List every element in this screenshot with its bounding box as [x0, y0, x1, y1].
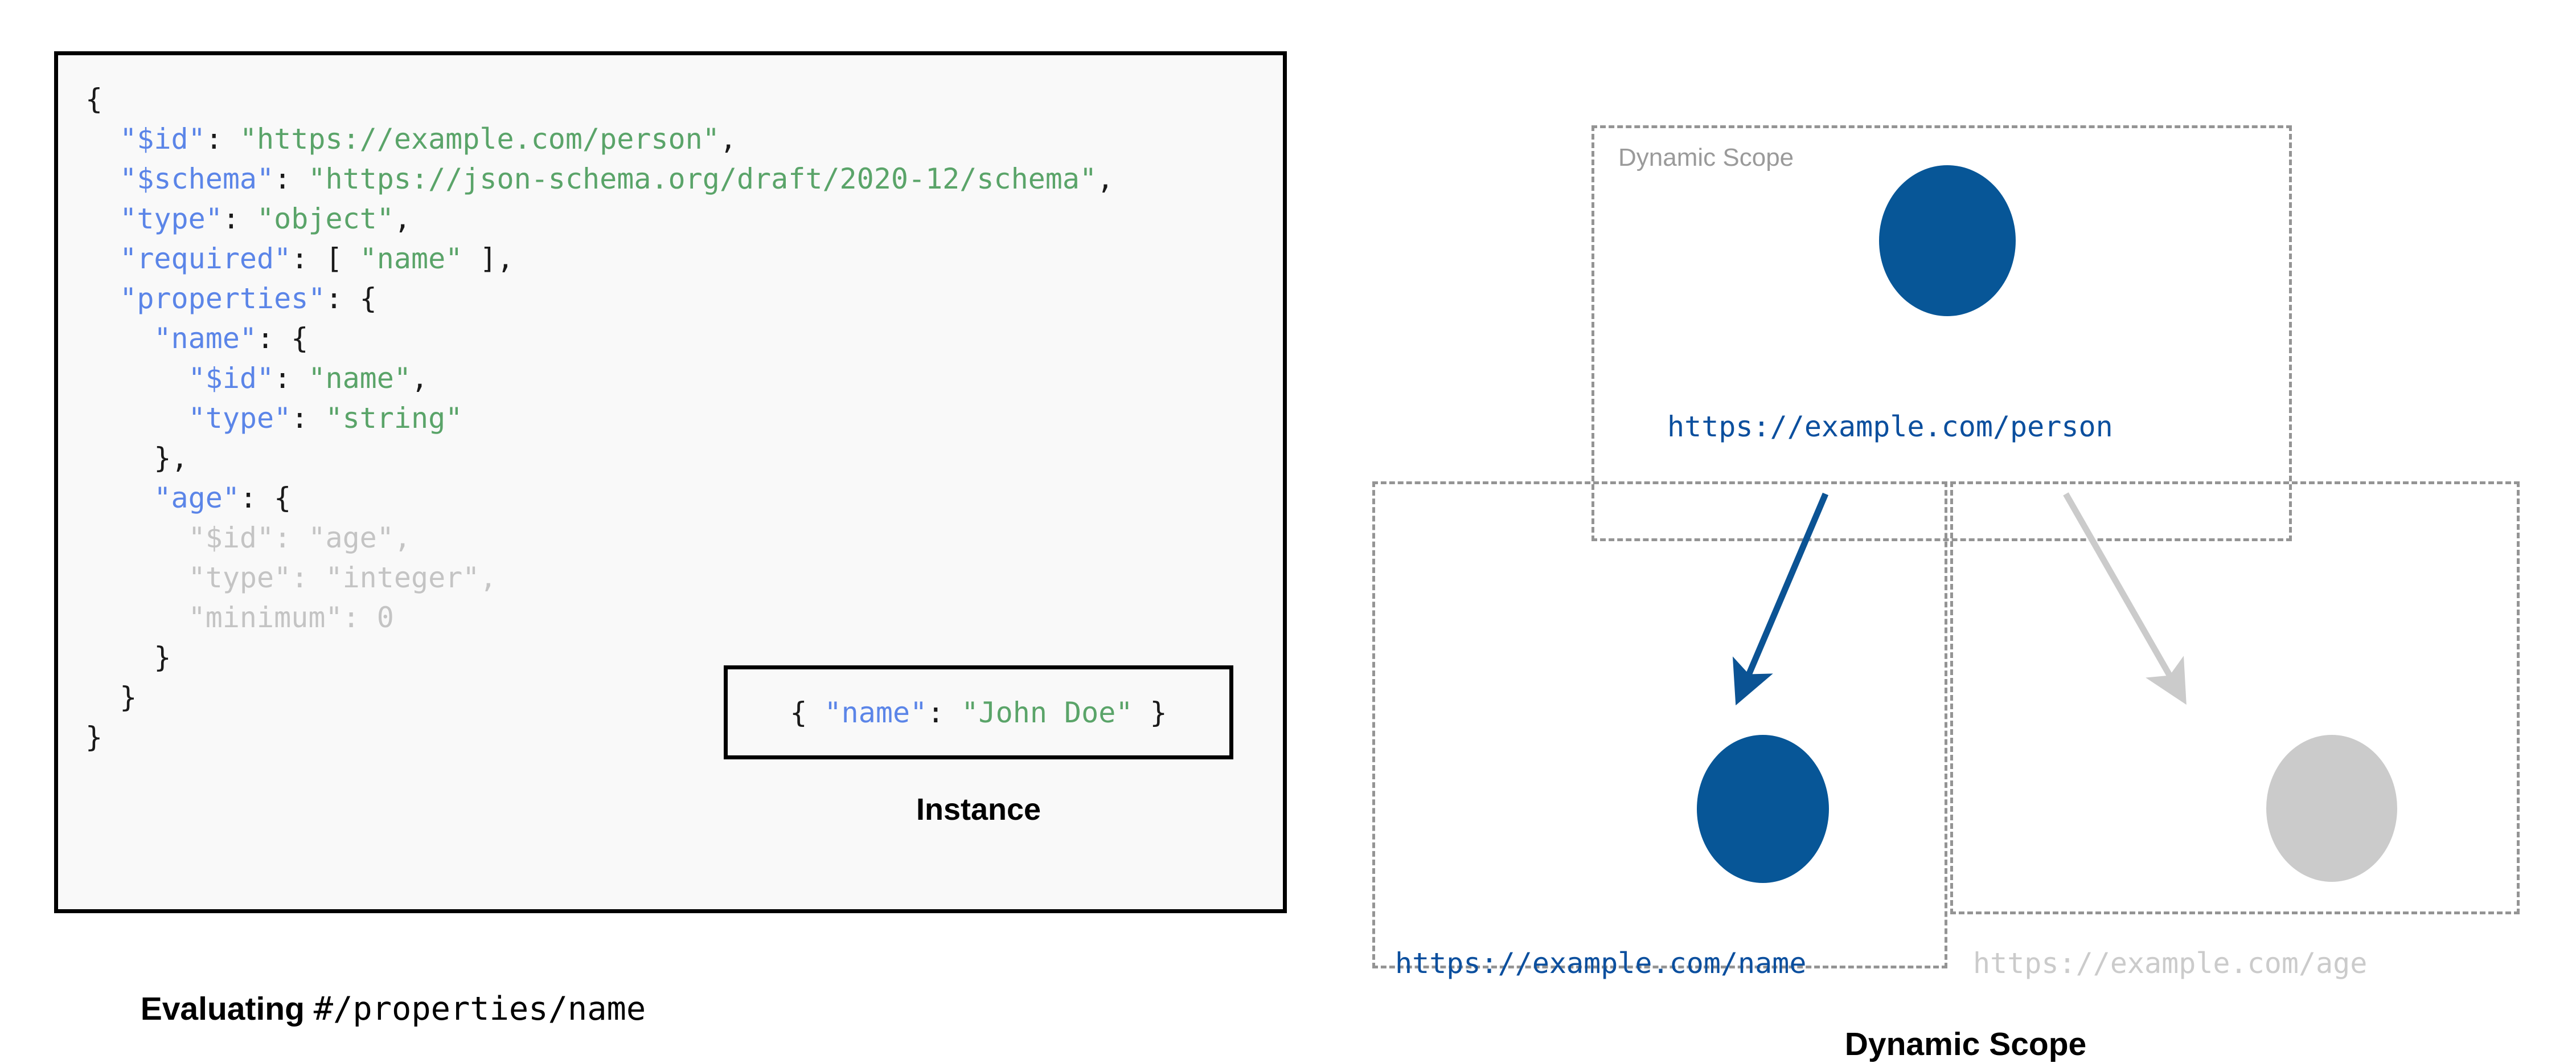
code-line: "minimum": 0 [188, 601, 394, 634]
dynamic-scope-diagram: Dynamic Scope https://example.com/person… [1355, 57, 2576, 1062]
scope-box-person [1591, 125, 2292, 541]
code-line: "$id": "https://example.com/person", [120, 122, 737, 156]
evaluating-label: Evaluating [140, 991, 314, 1027]
json-schema-code: { "$id": "https://example.com/person", "… [85, 79, 1114, 757]
code-line: "required": [ "name" ], [120, 242, 514, 275]
node-age [2266, 735, 2397, 882]
code-line: } [85, 721, 103, 754]
node-label-age: https://example.com/age [1973, 947, 2368, 980]
instance-box: { "name": "John Doe" } [724, 665, 1233, 759]
code-line: "age": { [154, 481, 292, 514]
schema-code-panel: { "$id": "https://example.com/person", "… [54, 51, 1287, 913]
evaluating-caption: Evaluating #/properties/name [122, 952, 646, 1028]
scope-box-label: Dynamic Scope [1618, 144, 1794, 171]
node-label-person: https://example.com/person [1667, 410, 2113, 443]
code-line: "$id": "name", [188, 362, 429, 395]
code-line: "type": "integer", [188, 561, 497, 594]
node-label-name: https://example.com/name [1395, 947, 1807, 980]
node-name [1697, 735, 1829, 883]
scope-box-age [1950, 481, 2520, 914]
instance-caption: Instance [916, 792, 1041, 827]
scope-box-name [1372, 481, 1947, 968]
dynamic-scope-caption: Dynamic Scope [1844, 1026, 2087, 1062]
code-line: } [120, 681, 137, 714]
code-line: { [85, 83, 103, 116]
evaluating-pointer: #/properties/name [313, 990, 646, 1028]
code-line: "$schema": "https://json-schema.org/draf… [120, 162, 1114, 195]
node-person [1879, 165, 2016, 316]
code-line: "type": "object", [120, 202, 411, 235]
code-line: "properties": { [120, 282, 377, 315]
instance-json: { "name": "John Doe" } [790, 696, 1167, 729]
code-line: "$id": "age", [188, 521, 411, 554]
code-line: "name": { [154, 322, 309, 355]
code-line: "type": "string" [188, 402, 463, 435]
code-line: }, [154, 441, 188, 475]
code-line: } [154, 641, 171, 674]
